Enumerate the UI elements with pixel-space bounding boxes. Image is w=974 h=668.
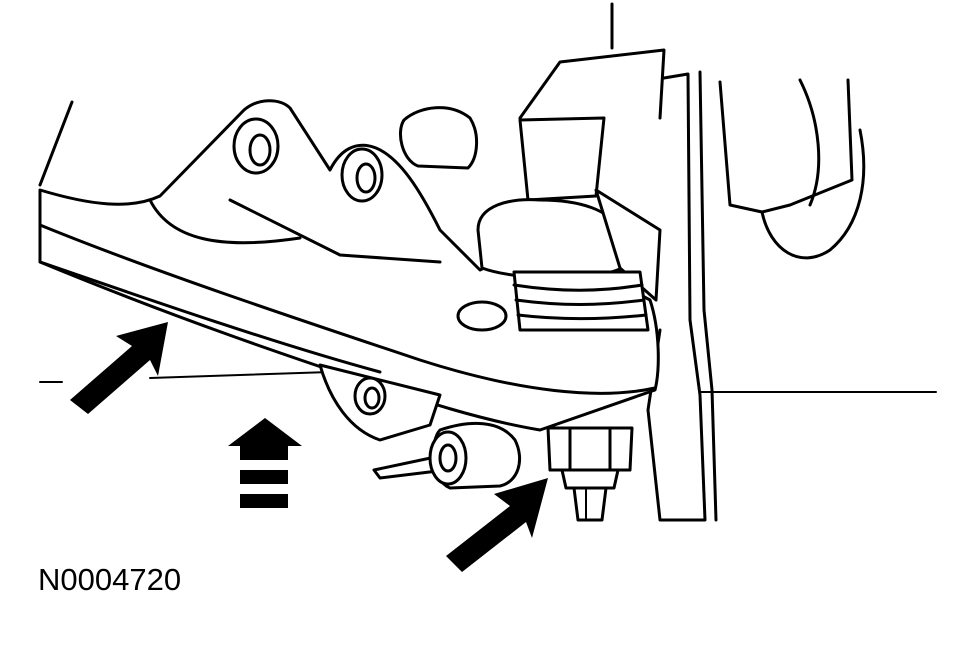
reference-lines: [39, 371, 937, 393]
knuckle-icon: [646, 70, 866, 522]
figure-id-label: N0004720: [38, 562, 182, 597]
ball-joint-icon: [512, 270, 650, 522]
pointer-arrow-icon: [446, 478, 548, 572]
upward-arrow-icon: [228, 418, 302, 508]
upper-mount-icon: [399, 106, 662, 302]
pointer-arrow-icon: [70, 322, 168, 414]
stabilizer-link-icon: [372, 421, 521, 490]
upper-housing: [38, 2, 666, 187]
